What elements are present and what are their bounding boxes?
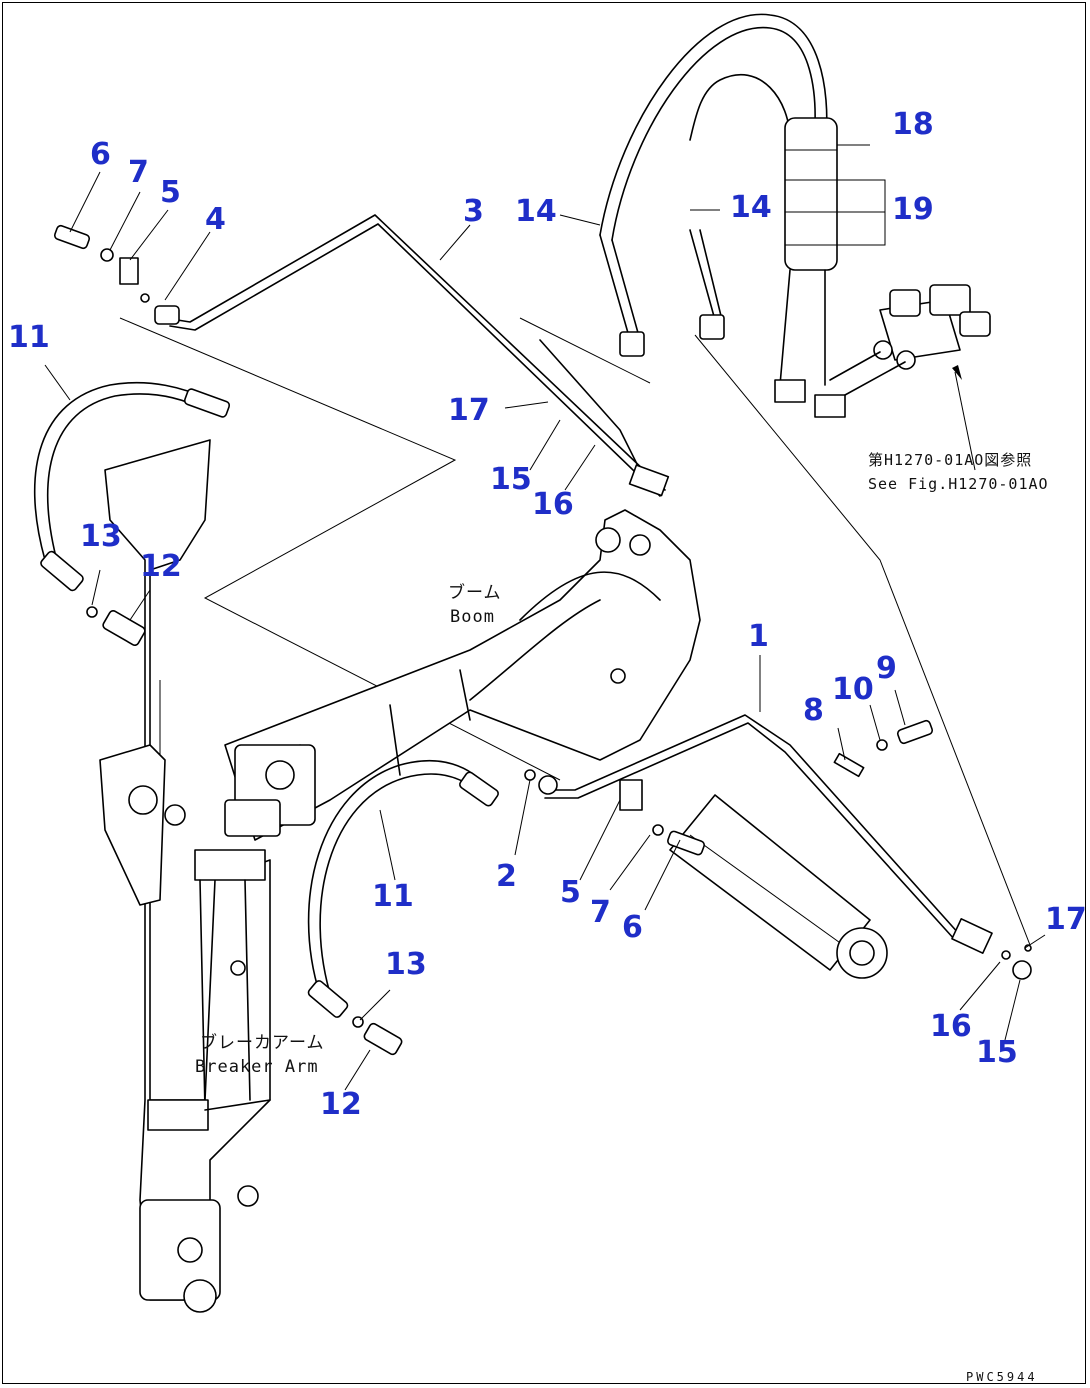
- callout-5: 5: [160, 175, 181, 210]
- drawing-code: PWC5944: [966, 1370, 1038, 1384]
- callout-16-right: 16: [930, 1009, 972, 1044]
- boom-label-en: Boom: [450, 607, 495, 627]
- callout-11-lower: 11: [372, 879, 414, 914]
- tube-1: [538, 714, 1032, 980]
- clamp-upper: [53, 224, 150, 303]
- callout-12: 12: [140, 549, 182, 584]
- clamp-middle: [524, 769, 705, 856]
- callout-2: 2: [496, 859, 517, 894]
- leader-lines: [44, 171, 1046, 1091]
- reference-note-jp: 第H1270-01AO図参照: [868, 451, 1033, 469]
- callout-17: 17: [448, 393, 490, 428]
- tube-3: [154, 214, 670, 497]
- callout-6-middle: 6: [622, 910, 643, 945]
- callout-9: 9: [876, 651, 897, 686]
- callout-14: 14: [515, 194, 557, 229]
- callout-1: 1: [748, 619, 769, 654]
- callout-13-lower: 13: [385, 947, 427, 982]
- breaker-arm-label-en: Breaker Arm: [195, 1057, 319, 1077]
- callout-17-right: 17: [1045, 902, 1087, 937]
- valve-block: [829, 284, 991, 471]
- callout-16: 16: [532, 487, 574, 522]
- boom-cylinder: [669, 794, 888, 979]
- callout-11: 11: [8, 320, 50, 355]
- boom-label-jp: ブーム: [448, 583, 502, 603]
- hose-11-upper: [33, 381, 231, 646]
- callout-7-middle: 7: [590, 895, 611, 930]
- boom: [224, 509, 701, 841]
- callout-7: 7: [128, 155, 149, 190]
- callout-13: 13: [80, 519, 122, 554]
- callout-4: 4: [205, 202, 226, 237]
- hose-14-18: [599, 13, 886, 418]
- callout-10: 10: [832, 672, 874, 707]
- breaker-arm-label-jp: ブレーカアーム: [200, 1033, 325, 1053]
- callout-19: 19: [892, 192, 934, 227]
- callout-3: 3: [463, 194, 484, 229]
- hose-11-lower: [307, 759, 499, 1056]
- callout-5-middle: 5: [560, 875, 581, 910]
- callout-12-lower: 12: [320, 1087, 362, 1122]
- callout-14-right: 14: [730, 190, 772, 225]
- breaker-arm: [99, 439, 271, 1313]
- callout-6: 6: [90, 137, 111, 172]
- callout-15-right: 15: [976, 1035, 1018, 1070]
- clamp-right: [833, 719, 934, 778]
- reference-note-en: See Fig.H1270-01AO: [868, 475, 1049, 493]
- callout-8: 8: [803, 693, 824, 728]
- callout-18: 18: [892, 107, 934, 142]
- callout-15: 15: [490, 462, 532, 497]
